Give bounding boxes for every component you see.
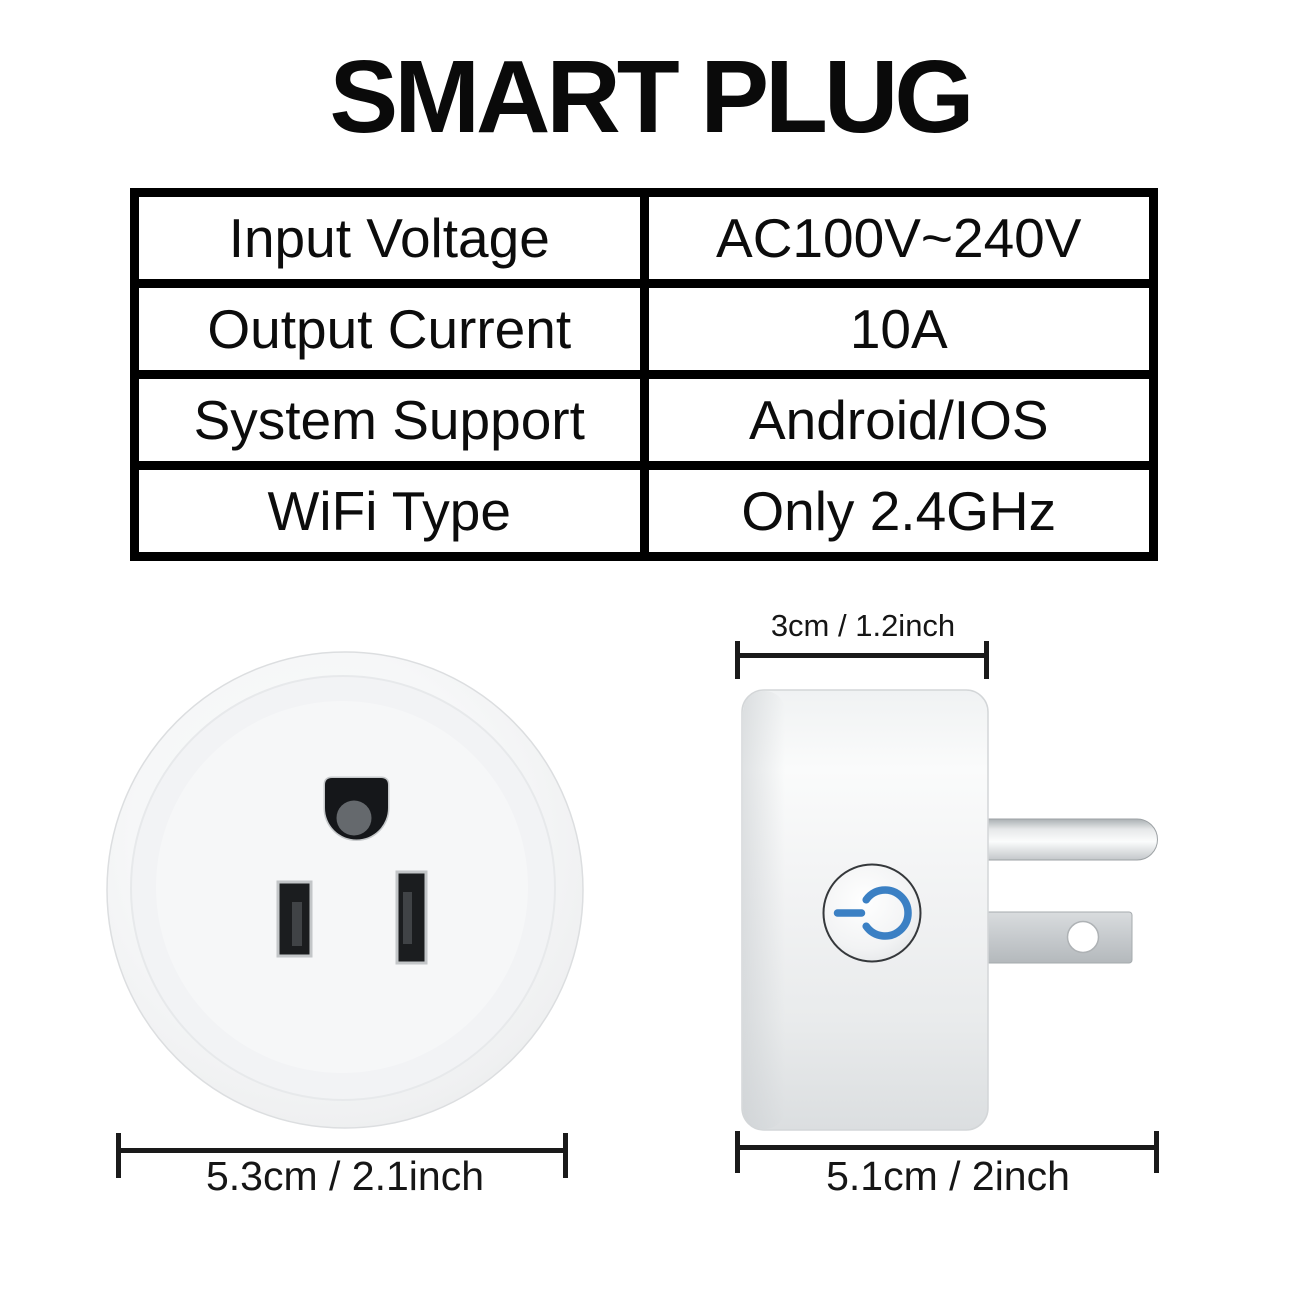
plug-body-left-shade: [743, 691, 785, 1129]
dimension-tick-right: [984, 641, 989, 679]
spec-label-cell: Input Voltage: [130, 188, 649, 288]
bottom-prong: [982, 911, 1133, 964]
spec-label-cell: Output Current: [130, 279, 649, 379]
dimension-tick-left: [116, 1133, 121, 1178]
ground-pin-shadow: [336, 800, 372, 836]
hot-slot-reflection: [292, 902, 302, 946]
front-width-label: 5.3cm / 2.1inch: [205, 1153, 485, 1199]
spec-value-cell: Android/IOS: [639, 370, 1158, 470]
side-width-label: 5.1cm / 2inch: [826, 1153, 1070, 1199]
spec-table: Input Voltage AC100V~240V Output Current…: [130, 188, 1158, 561]
dimension-tick-left: [735, 641, 740, 679]
table-row: Output Current 10A: [130, 279, 1158, 379]
side-width-dimension-line: [735, 1131, 1159, 1173]
table-row: Input Voltage AC100V~240V: [130, 188, 1158, 288]
spec-value-cell: AC100V~240V: [639, 188, 1158, 288]
dimension-tick-right: [563, 1133, 568, 1178]
spec-value-cell: 10A: [639, 279, 1158, 379]
power-icon: [833, 886, 912, 940]
spec-label-cell: WiFi Type: [130, 461, 649, 561]
page-title: SMART PLUG: [329, 39, 975, 154]
front-view-image: [106, 651, 584, 1129]
spec-value-cell: Only 2.4GHz: [639, 461, 1158, 561]
front-width-dimension-line: [116, 1133, 568, 1178]
dimension-tick-right: [1154, 1131, 1159, 1173]
dimension-bar: [737, 1145, 1157, 1150]
plug-face-center: [156, 701, 528, 1073]
neutral-slot-reflection: [403, 892, 412, 944]
side-view-image: [741, 689, 1158, 1131]
spec-label-cell: System Support: [130, 370, 649, 470]
dimension-tick-left: [735, 1131, 740, 1173]
dimension-bar: [118, 1148, 566, 1153]
table-row: WiFi Type Only 2.4GHz: [130, 461, 1158, 561]
side-depth-dimension-line: [735, 641, 989, 679]
dimension-bar: [737, 653, 987, 658]
side-depth-label: 3cm / 1.2inch: [770, 608, 956, 643]
prong-hole: [1066, 920, 1100, 954]
table-row: System Support Android/IOS: [130, 370, 1158, 470]
top-prong: [982, 818, 1158, 861]
